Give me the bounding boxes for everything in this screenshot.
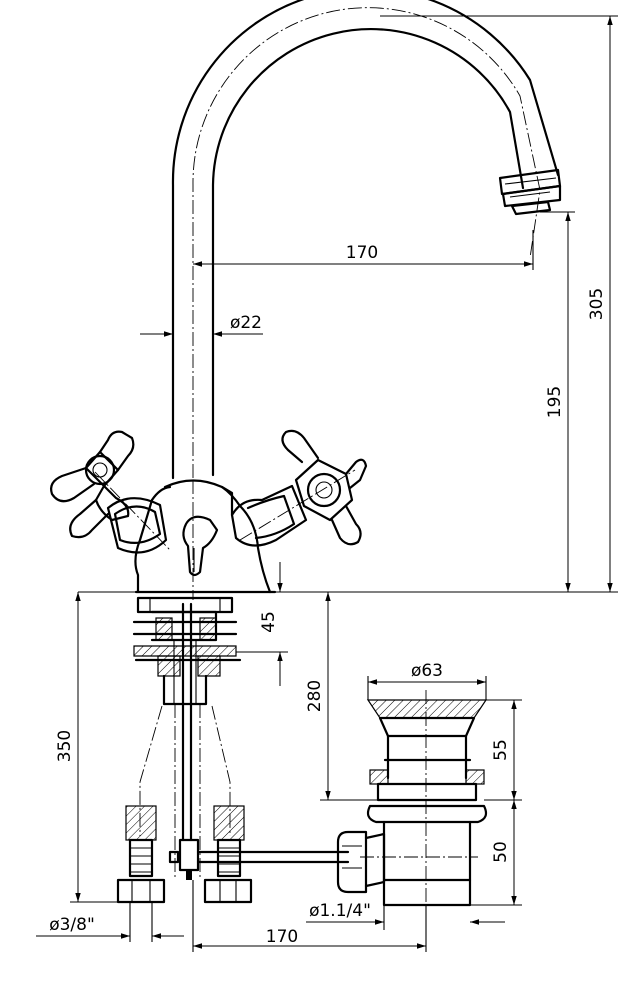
tail-thread-label: ø1.1/4" xyxy=(309,901,371,921)
base-thickness-label: 45 xyxy=(259,611,279,633)
rod-reach-label: 170 xyxy=(266,927,298,947)
waste-rod-connector xyxy=(336,830,386,894)
centre-lever xyxy=(182,515,219,577)
waste-flange-height-label: 55 xyxy=(491,739,511,761)
waste-valve xyxy=(336,690,488,920)
spout-reach-label: 170 xyxy=(346,243,378,263)
mixer-body xyxy=(134,479,277,600)
spout-aerator xyxy=(498,168,562,216)
dimensions: 170 ø22 305 195 45 350 280 ø63 xyxy=(36,15,618,952)
waste-body-height-label: 50 xyxy=(491,841,511,863)
spout-diameter-label: ø22 xyxy=(230,313,262,333)
left-cross-handle xyxy=(50,430,171,554)
spout xyxy=(171,0,562,480)
connection-thread-label: ø3/8" xyxy=(49,915,95,935)
popup-rod xyxy=(168,602,350,880)
waste-diameter-label: ø63 xyxy=(411,661,443,681)
outlet-height-label: 195 xyxy=(545,386,565,418)
shank-length-label: 280 xyxy=(305,680,325,712)
left-hose-connector xyxy=(116,838,166,904)
total-height-label: 305 xyxy=(587,288,607,320)
fixing-assembly xyxy=(132,596,242,706)
hose-length-label: 350 xyxy=(55,730,75,762)
right-cross-handle xyxy=(230,429,368,547)
flex-hoses xyxy=(116,704,253,904)
right-hose-connector xyxy=(203,838,253,904)
